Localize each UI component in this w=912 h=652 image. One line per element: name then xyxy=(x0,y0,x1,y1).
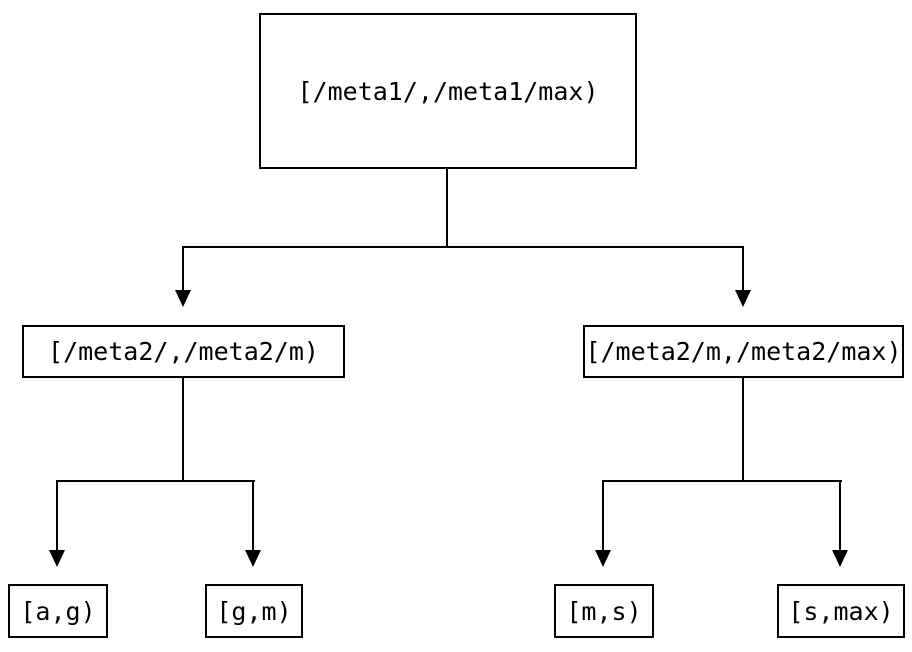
edge-root-to-right-drop xyxy=(742,246,744,290)
tree-node-leaf-smax: [s,max) xyxy=(777,584,905,638)
edge-left-to-gm-drop xyxy=(252,480,254,550)
edge-left-stem xyxy=(182,378,184,482)
arrowhead-down-icon xyxy=(735,290,751,307)
edge-right-to-ms-drop xyxy=(602,480,604,550)
tree-node-leaf-gm: [g,m) xyxy=(205,584,303,638)
arrowhead-down-icon xyxy=(175,290,191,307)
edge-left-to-ag-drop xyxy=(56,480,58,550)
tree-node-left: [/meta2/,/meta2/m) xyxy=(22,325,345,378)
tree-node-leaf-ms: [m,s) xyxy=(554,584,654,638)
edge-right-horizontal-bus xyxy=(602,480,842,482)
arrowhead-down-icon xyxy=(49,550,65,567)
edge-right-to-smax-drop xyxy=(839,480,841,550)
edge-left-horizontal-bus xyxy=(56,480,255,482)
edge-root-to-left-drop xyxy=(182,246,184,290)
tree-node-leaf-ag: [a,g) xyxy=(8,584,108,638)
arrowhead-down-icon xyxy=(832,550,848,567)
edge-right-stem xyxy=(742,378,744,482)
tree-node-root: [/meta1/,/meta1/max) xyxy=(259,13,637,169)
arrowhead-down-icon xyxy=(245,550,261,567)
tree-node-right: [/meta2/m,/meta2/max) xyxy=(583,325,904,378)
edge-root-horizontal-bus xyxy=(182,246,744,248)
edge-root-stem xyxy=(446,168,448,248)
arrowhead-down-icon xyxy=(595,550,611,567)
